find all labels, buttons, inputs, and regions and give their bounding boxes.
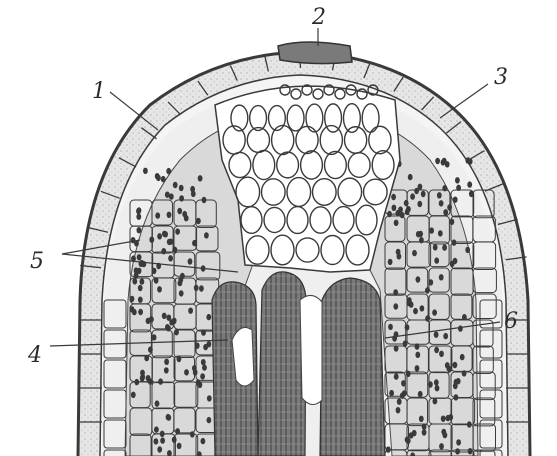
label-3: 3 <box>494 65 508 90</box>
label-2: 2 <box>311 5 326 30</box>
label-5: 5 <box>30 249 44 274</box>
label-1: 1 <box>92 79 106 104</box>
vascular-strand-right <box>320 278 385 456</box>
apical-cap <box>278 42 352 64</box>
label-4: 4 <box>27 343 42 368</box>
label-6: 6 <box>504 309 518 334</box>
vascular-strand-center <box>258 272 306 456</box>
